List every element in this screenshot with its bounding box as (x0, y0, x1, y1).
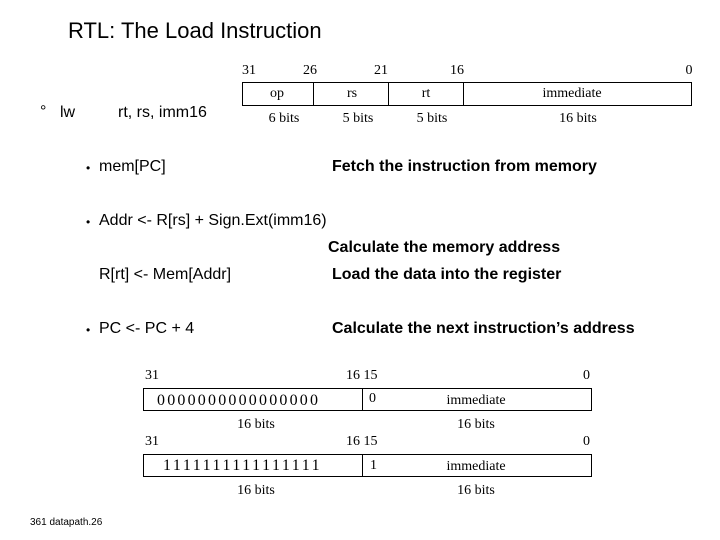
sext1-pos-31: 31 (145, 434, 159, 449)
sext1-pos-16-15: 16 15 (346, 434, 378, 449)
bit-position-31: 31 (242, 63, 256, 78)
step-bullet: • (86, 323, 91, 337)
bit-position-0: 0 (685, 63, 693, 78)
sext0-immediate: immediate (446, 393, 506, 408)
step-desc-fetch: Fetch the instruction from memory (332, 158, 597, 175)
sext0-width-upper: 16 bits (237, 417, 275, 432)
field-rt: rt (421, 86, 431, 101)
step-rtl-addr: Addr <- R[rs] + Sign.Ext(imm16) (99, 212, 327, 229)
instruction-mnemonic: lw (60, 104, 76, 121)
field-width-rs: 5 bits (342, 111, 374, 126)
step-bullet: • (86, 161, 91, 175)
sext0-pos-31: 31 (145, 368, 159, 383)
step-desc-addr: Calculate the memory address (328, 239, 561, 256)
step-rtl-pc: PC <- PC + 4 (99, 320, 195, 337)
step-rtl-fetch: mem[PC] (99, 158, 166, 175)
sext0-upper-zeros: 0000000000000000 (157, 392, 321, 409)
step-desc-pc: Calculate the next instruction’s address (332, 320, 635, 337)
step-bullet: • (86, 215, 91, 229)
step-desc-load: Load the data into the register (332, 266, 562, 283)
sext1-divider (362, 454, 363, 477)
field-op: op (270, 86, 284, 101)
slide-footer: 361 datapath.26 (30, 517, 103, 528)
instruction-marker: ° (40, 103, 47, 120)
instruction-operands: rt, rs, imm16 (118, 104, 207, 121)
sext0-sign-bit: 0 (369, 391, 376, 406)
sext0-pos-16-15: 16 15 (346, 368, 378, 383)
field-divider (313, 82, 314, 106)
field-divider (463, 82, 464, 106)
bit-position-26: 26 (303, 63, 317, 78)
sext1-pos-0: 0 (583, 434, 590, 449)
sext1-immediate: immediate (446, 459, 506, 474)
sext0-divider (362, 388, 363, 411)
sext0-width-lower: 16 bits (457, 417, 495, 432)
bit-position-21: 21 (374, 63, 388, 78)
field-width-immediate: 16 bits (559, 111, 597, 126)
page-title: RTL: The Load Instruction (68, 18, 322, 43)
sext0-pos-0: 0 (583, 368, 590, 383)
bit-position-16: 16 (450, 63, 464, 78)
sext1-width-lower: 16 bits (457, 483, 495, 498)
sext0-box (143, 388, 592, 411)
sext1-upper-ones: 1111111111111111 (163, 457, 323, 474)
field-divider (388, 82, 389, 106)
step-rtl-load: R[rt] <- Mem[Addr] (99, 266, 232, 283)
field-immediate: immediate (542, 86, 602, 101)
field-width-op: 6 bits (268, 111, 300, 126)
instruction-format-box (242, 82, 692, 106)
field-width-rt: 5 bits (416, 111, 448, 126)
field-rs: rs (346, 86, 358, 101)
sext1-width-upper: 16 bits (237, 483, 275, 498)
sext1-sign-bit: 1 (370, 458, 377, 473)
sext1-box (143, 454, 592, 477)
